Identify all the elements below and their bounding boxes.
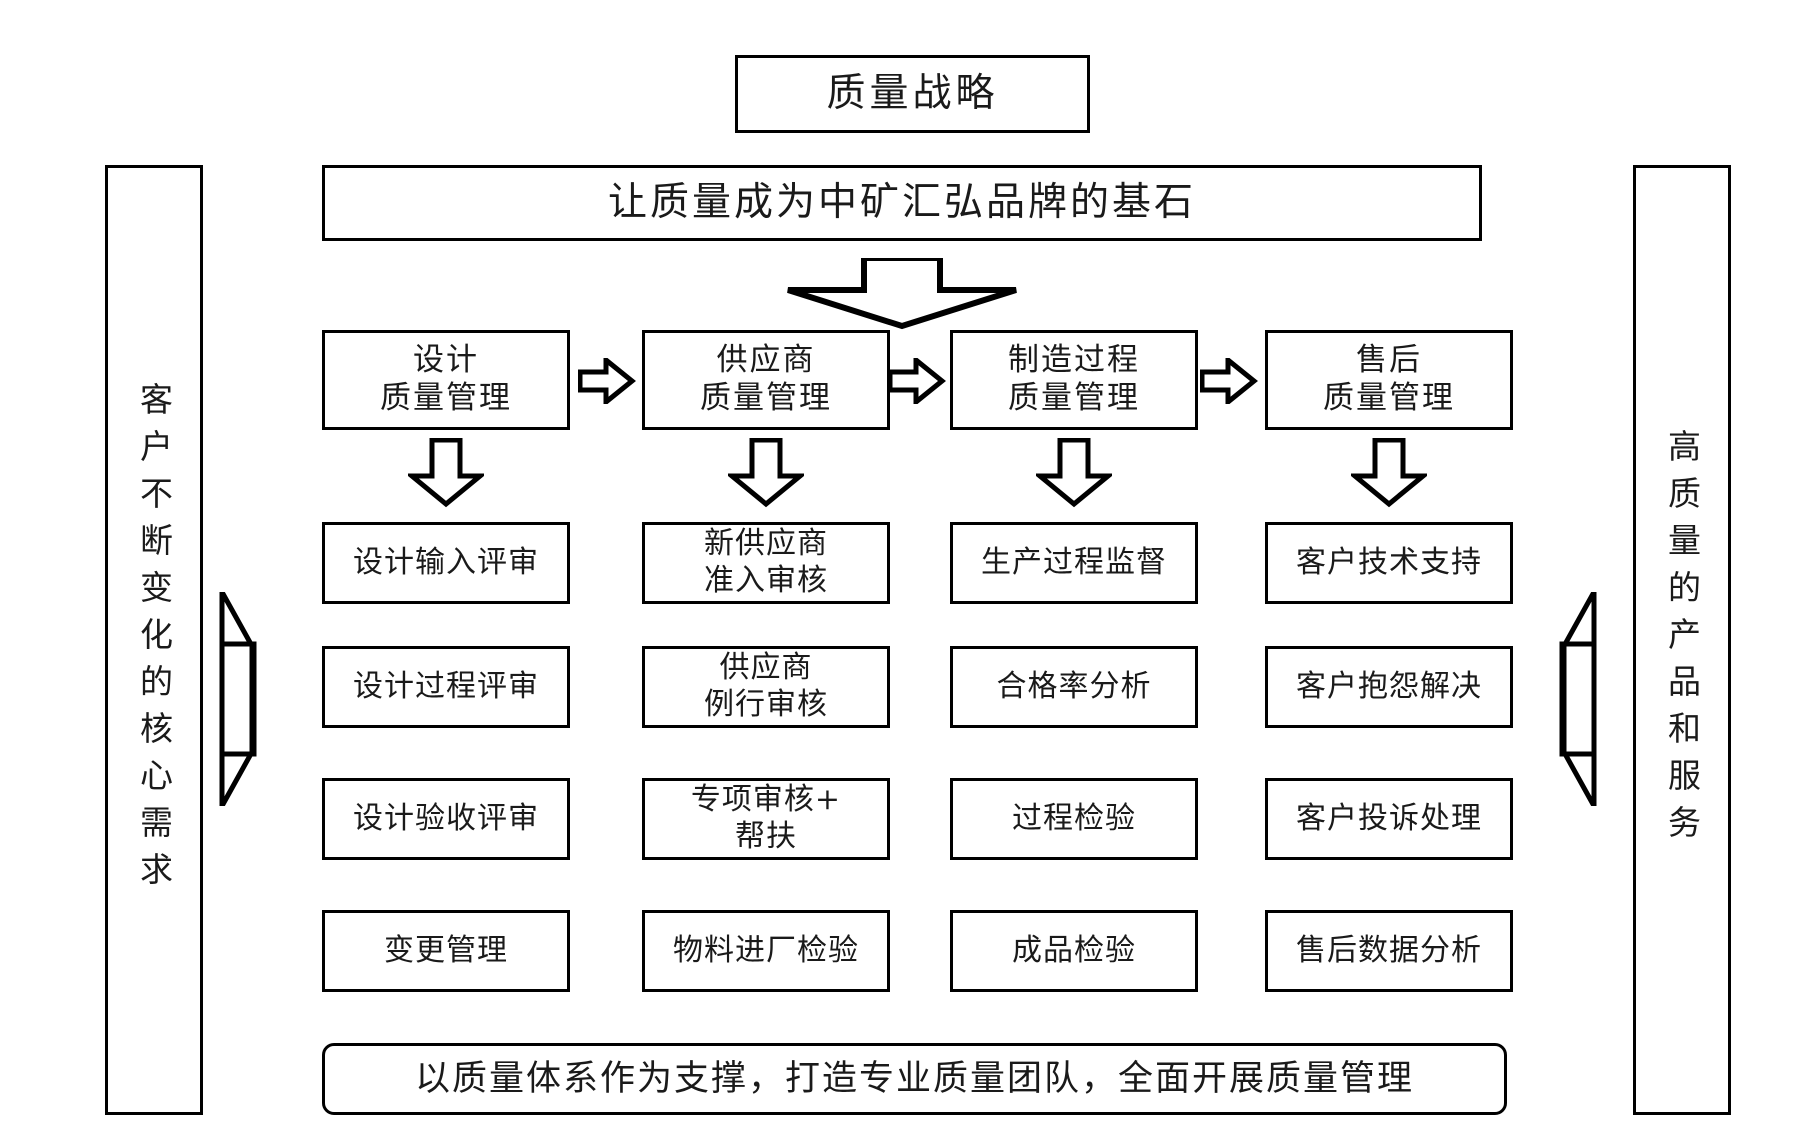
item-box-supplier-routine-audit[interactable]: 供应商 例行审核	[642, 646, 890, 728]
item-label: 专项审核+ 帮扶	[690, 782, 842, 854]
item-box-process-inspection[interactable]: 过程检验	[950, 778, 1198, 860]
item-label: 合格率分析	[996, 668, 1152, 704]
stage-right-arrow-icon	[888, 358, 946, 404]
item-label: 新供应商 准入审核	[704, 526, 828, 598]
item-label: 成品检验	[1012, 932, 1136, 968]
item-label: 售后数据分析	[1296, 932, 1482, 968]
item-box-pass-rate-analysis[interactable]: 合格率分析	[950, 646, 1198, 728]
output-chevron-icon	[1538, 592, 1598, 806]
item-label: 变更管理	[384, 932, 508, 968]
item-box-customer-technical-support[interactable]: 客户技术支持	[1265, 522, 1513, 604]
item-label: 过程检验	[1012, 800, 1136, 836]
stage-box-manufacturing[interactable]: 制造过程 质量管理	[950, 330, 1198, 430]
stage-right-arrow-icon	[1200, 358, 1258, 404]
stage-label: 设计 质量管理	[380, 342, 512, 416]
strategy-title-box: 质量战略	[735, 55, 1090, 133]
item-box-change-management[interactable]: 变更管理	[322, 910, 570, 992]
stage-down-arrow-icon	[408, 438, 484, 508]
stage-right-arrow-icon	[578, 358, 636, 404]
item-label: 生产过程监督	[981, 544, 1167, 580]
item-label: 设计验收评审	[353, 800, 539, 836]
item-label: 客户抱怨解决	[1296, 668, 1482, 704]
stage-label: 售后 质量管理	[1323, 342, 1455, 416]
item-box-customer-complaint-resolution[interactable]: 客户抱怨解决	[1265, 646, 1513, 728]
item-box-customer-grievance-handling[interactable]: 客户投诉处理	[1265, 778, 1513, 860]
foundation-text: 以质量体系作为支撑，打造专业质量团队，全面开展质量管理	[414, 1058, 1414, 1099]
item-label: 设计输入评审	[353, 544, 539, 580]
stage-box-aftersales[interactable]: 售后 质量管理	[1265, 330, 1513, 430]
stage-down-arrow-icon	[1351, 438, 1427, 508]
item-label: 供应商 例行审核	[704, 650, 828, 722]
quality-output-panel: 高质量的产品和服务	[1633, 165, 1731, 1115]
stage-box-design[interactable]: 设计 质量管理	[322, 330, 570, 430]
item-box-special-audit-support[interactable]: 专项审核+ 帮扶	[642, 778, 890, 860]
item-label: 客户投诉处理	[1296, 800, 1482, 836]
customer-needs-text: 客户不断变化的核心需求	[134, 381, 174, 899]
foundation-banner-box: 以质量体系作为支撑，打造专业质量团队，全面开展质量管理	[322, 1043, 1507, 1115]
quality-output-text: 高质量的产品和服务	[1662, 428, 1702, 852]
item-label: 设计过程评审	[353, 668, 539, 704]
item-box-production-process-supervision[interactable]: 生产过程监督	[950, 522, 1198, 604]
stage-down-arrow-icon	[1036, 438, 1112, 508]
stage-label: 制造过程 质量管理	[1008, 342, 1140, 416]
item-box-design-acceptance-review[interactable]: 设计验收评审	[322, 778, 570, 860]
item-box-aftersales-data-analysis[interactable]: 售后数据分析	[1265, 910, 1513, 992]
input-chevron-icon	[218, 592, 278, 806]
item-box-incoming-material-inspection[interactable]: 物料进厂检验	[642, 910, 890, 992]
item-label: 物料进厂检验	[673, 932, 859, 968]
stage-label: 供应商 质量管理	[700, 342, 832, 416]
banner-down-arrow-icon	[780, 258, 1024, 330]
strategy-title-text: 质量战略	[826, 71, 999, 117]
slogan-banner-box: 让质量成为中矿汇弘品牌的基石	[322, 165, 1482, 241]
item-box-design-input-review[interactable]: 设计输入评审	[322, 522, 570, 604]
stage-down-arrow-icon	[728, 438, 804, 508]
slogan-text: 让质量成为中矿汇弘品牌的基石	[607, 180, 1196, 226]
item-box-design-process-review[interactable]: 设计过程评审	[322, 646, 570, 728]
item-label: 客户技术支持	[1296, 544, 1482, 580]
item-box-new-supplier-entry-audit[interactable]: 新供应商 准入审核	[642, 522, 890, 604]
customer-needs-panel: 客户不断变化的核心需求	[105, 165, 203, 1115]
stage-box-supplier[interactable]: 供应商 质量管理	[642, 330, 890, 430]
item-box-finished-goods-inspection[interactable]: 成品检验	[950, 910, 1198, 992]
